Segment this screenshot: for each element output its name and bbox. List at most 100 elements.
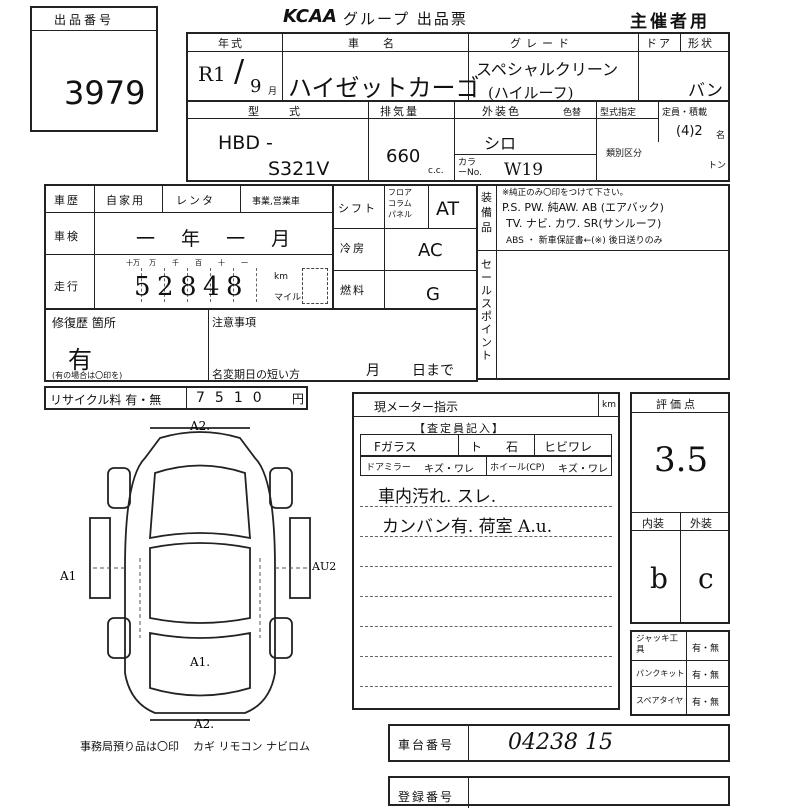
capacity-label: 定員・積載 — [662, 108, 708, 118]
load-unit: トン — [708, 161, 727, 171]
inspector-note-1: 車内汚れ. スレ. — [378, 487, 497, 507]
shift-label: シフト — [338, 202, 377, 215]
wheel-options: キズ・ワレ — [558, 464, 608, 475]
color-code-label: カラーNo. — [458, 158, 482, 178]
chassis-number: 04238 15 — [508, 730, 613, 755]
year-era: R1 — [198, 62, 226, 86]
rating-block: 評価点 3.5 内装 外装 b c — [630, 392, 730, 624]
sales-point-label: セールスポイント — [481, 258, 492, 362]
windshield-label: Fガラス — [374, 440, 417, 454]
recycle-amount: 7510 — [196, 390, 272, 406]
puncture-kit-label: パンクキット — [636, 669, 685, 678]
year-month: 9 — [250, 76, 262, 97]
doors-label: ドア — [646, 37, 672, 50]
mileage-place-labels: 十万万千百十一 — [126, 259, 248, 267]
cc-unit: c.c. — [428, 166, 444, 176]
spare-tire-value: 有・無 — [692, 698, 720, 708]
private-use-option: 自家用 — [106, 194, 145, 207]
registration-label: 登録番号 — [398, 790, 455, 804]
exterior-label: 外装 — [690, 517, 712, 530]
equipment-label: 装備品 — [481, 191, 492, 234]
inspection-label: 車検 — [54, 230, 80, 243]
damage-mark-left: A1 — [59, 569, 76, 583]
rating-score: 3.5 — [654, 440, 709, 480]
lot-number: 3979 — [64, 74, 146, 112]
attention-label: 注意事項 — [212, 316, 256, 329]
tools-block: ジャッキ工具 有・無 パンクキット 有・無 スペアタイヤ 有・無 — [630, 630, 730, 716]
lot-number-box: 出品番号 3979 — [30, 6, 158, 132]
mileage-digit-boxes — [124, 268, 270, 304]
business-option: 事業,営業車 — [252, 197, 300, 207]
repair-value: 有 — [68, 346, 92, 374]
document-title: グループ 出品票 — [343, 10, 468, 28]
vehicle-row-2: 型式 HBD - S321V 排気量 660 c.c. 外装色 色替 シロ カラ… — [186, 100, 730, 182]
wheel-label: ホイール(CP) — [490, 463, 545, 473]
inspector-title: 【査定員記入】 — [414, 422, 505, 435]
windshield-chip: ト — [470, 440, 483, 454]
meter-label: 現メーター指示 — [374, 400, 459, 414]
capacity-value: (4)2 — [676, 124, 703, 139]
car-name-label: 車名 — [348, 37, 418, 50]
model-code: S321V — [268, 158, 330, 180]
km-unit: km — [274, 272, 288, 282]
damage-mark-rear: A2. — [193, 717, 214, 730]
lot-number-label: 出品番号 — [54, 13, 115, 27]
inspector-note-2: カンバン有. 荷室 A.u. — [382, 517, 553, 537]
ac-value: AC — [418, 240, 443, 261]
equipment-line-2: TV. ナビ. カワ. SR(サンルーフ) — [506, 217, 662, 230]
equipment-note: ※純正のみ〇印をつけて下さい。 — [502, 188, 629, 198]
interior-label: 内装 — [642, 517, 664, 530]
mile-unit: マイル — [274, 293, 302, 303]
shift-options: フロアコラムパネル — [388, 188, 412, 219]
month-field-label: 月 — [366, 363, 380, 379]
exterior-value: c — [698, 562, 714, 595]
mechanical-block: シフト フロアコラムパネル AT 冷房 AC 燃料 G — [332, 184, 478, 310]
ac-label: 冷房 — [340, 242, 366, 255]
vehicle-damage-diagram: A2. A1 AU2 A1. A2. — [59, 419, 336, 730]
repair-block: 修復歴 箇所 有 (有の場合は〇印を) 注意事項 名変期日の短い方 月 日まで — [44, 308, 478, 382]
spare-tire-label: スペアタイヤ — [636, 696, 684, 705]
jack-tools-value: 有・無 — [692, 644, 720, 654]
vehicle-row-1: 年式 R1 / 9 月 車名 ハイゼットカーゴ グレード スペシャルクリーン (… — [186, 32, 730, 102]
grade-line-1: スペシャルクリーン — [476, 60, 619, 79]
damage-mark-front: A2. — [189, 419, 210, 433]
windshield-mark: 石 — [506, 440, 519, 454]
displacement: 660 — [386, 146, 421, 167]
history-block: 車歴 自家用 レンタ 事業,営業車 車検 一 年 一 月 走行 十万万千百十一 … — [44, 184, 334, 310]
car-name: ハイゼットカーゴ — [288, 74, 480, 102]
rental-option: レンタ — [176, 194, 215, 207]
shape-label: 形状 — [688, 37, 714, 50]
shift-value: AT — [436, 198, 460, 220]
door-mirror-label: ドアミラー — [366, 463, 411, 473]
recycle-block: リサイクル料 有・無 7510 円 — [44, 386, 308, 410]
capacity-unit: 名 — [716, 131, 726, 141]
chassis-label: 車台番号 — [398, 738, 455, 752]
equipment-line-1: P.S. PW. 純AW. AB (エアバック) — [502, 201, 664, 214]
equipment-block: 装備品 ※純正のみ〇印をつけて下さい。 P.S. PW. 純AW. AB (エア… — [476, 184, 730, 380]
month-unit: 月 — [268, 87, 278, 97]
type-designation-label: 型式指定 — [600, 108, 637, 118]
meter-unit: km — [602, 400, 616, 410]
model-label: 型式 — [248, 105, 330, 118]
short-expiry-label: 名変期日の短い方 — [212, 368, 300, 381]
recycle-label: リサイクル料 有・無 — [50, 393, 162, 407]
grade-label: グレード — [510, 37, 574, 50]
shape-value: バン — [688, 81, 723, 101]
fuel-label: 燃料 — [340, 284, 366, 297]
year-label: 年式 — [218, 37, 244, 50]
puncture-kit-value: 有・無 — [692, 671, 720, 681]
copy-label: 主催者用 — [630, 12, 710, 32]
door-mirror-options: キズ・ワレ — [424, 464, 474, 475]
jack-tools-label: ジャッキ工具 — [636, 634, 679, 655]
chassis-block: 車台番号 04238 15 — [388, 724, 730, 762]
color-code: W19 — [504, 160, 544, 180]
office-note: 事務局預り品は〇印カギ リモコン ナビロム — [80, 740, 310, 753]
inspector-block: 現メーター指示 km 【査定員記入】 Fガラス ト 石 ヒビワレ ドアミラー キ… — [352, 392, 620, 710]
fuel-value: G — [426, 284, 440, 305]
recycle-unit: 円 — [292, 392, 305, 406]
repair-label: 修復歴 箇所 — [52, 316, 116, 330]
mile-checkbox — [302, 268, 328, 304]
grade-line-2: (ハイルーフ) — [488, 84, 574, 102]
rating-label: 評価点 — [656, 398, 698, 411]
